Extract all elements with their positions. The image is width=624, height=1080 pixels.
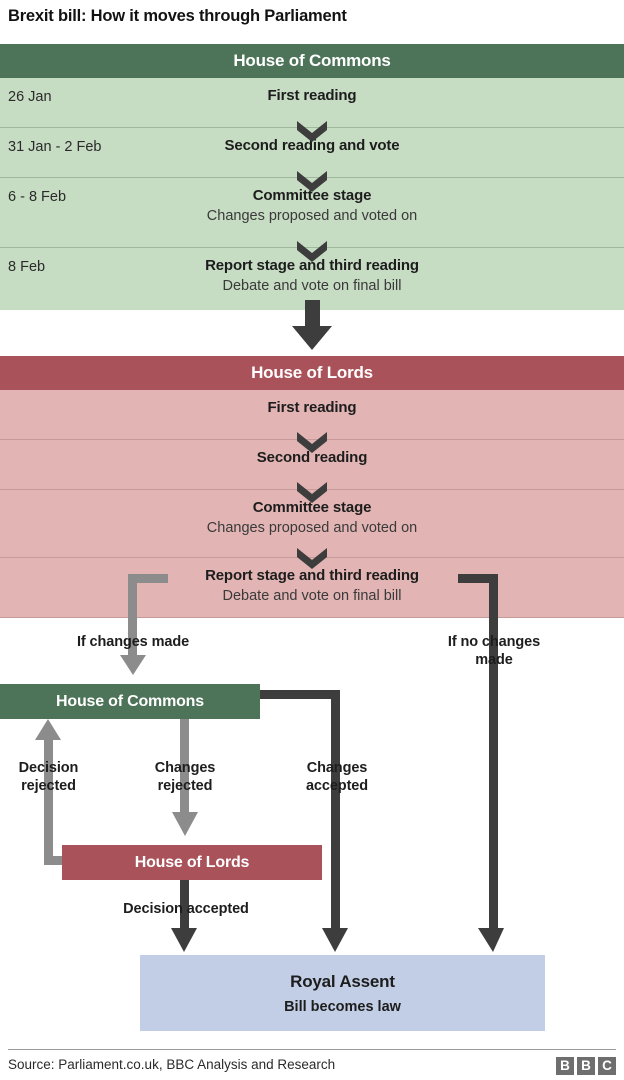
label-if-no-changes-made: If no changes made bbox=[447, 634, 541, 668]
label-if-changes-made: If changes made bbox=[76, 634, 190, 650]
row-subtitle: Changes proposed and voted on bbox=[206, 207, 418, 224]
row-date: 6 - 8 Feb bbox=[8, 189, 67, 205]
row-title: Committee stage bbox=[252, 499, 372, 516]
table-row: 6 - 8 Feb Committee stage Changes propos… bbox=[0, 178, 624, 248]
row-title: First reading bbox=[267, 399, 357, 416]
section-header-lords: House of Lords bbox=[0, 356, 624, 390]
table-row: 26 Jan First reading bbox=[0, 78, 624, 128]
label-decision-accepted: Decision accepted bbox=[123, 901, 249, 917]
page-title: Brexit bill: How it moves through Parlia… bbox=[8, 7, 347, 25]
table-row: Report stage and third reading Debate an… bbox=[0, 558, 624, 618]
row-date: 8 Feb bbox=[8, 259, 46, 275]
row-subtitle: Debate and vote on final bill bbox=[222, 277, 402, 294]
row-subtitle: Debate and vote on final bill bbox=[222, 587, 402, 604]
bbc-logo-letter-1: B bbox=[556, 1057, 574, 1075]
label-decision-rejected: Decision rejected bbox=[18, 760, 79, 794]
bbc-logo-letter-2: B bbox=[577, 1057, 595, 1075]
footer-divider bbox=[8, 1049, 616, 1050]
branch-if-no-changes-connector bbox=[458, 574, 504, 952]
royal-assent-subtitle: Bill becomes law bbox=[284, 998, 401, 1015]
row-title: First reading bbox=[267, 87, 357, 104]
box-house-of-lords-label: House of Lords bbox=[134, 853, 250, 871]
table-row: 8 Feb Report stage and third reading Deb… bbox=[0, 248, 624, 310]
royal-assent-title: Royal Assent bbox=[290, 971, 395, 991]
label-changes-rejected: Changes rejected bbox=[154, 760, 216, 794]
row-subtitle: Changes proposed and voted on bbox=[206, 519, 418, 536]
table-row: 31 Jan - 2 Feb Second reading and vote bbox=[0, 128, 624, 178]
table-row: Committee stage Changes proposed and vot… bbox=[0, 490, 624, 558]
table-row: Second reading bbox=[0, 440, 624, 490]
section-header-commons-label: House of Commons bbox=[233, 51, 391, 70]
row-title: Report stage and third reading bbox=[205, 257, 419, 274]
box-royal-assent: Royal Assent Bill becomes law bbox=[140, 955, 545, 1031]
section-header-lords-label: House of Lords bbox=[251, 363, 373, 382]
row-title: Second reading bbox=[256, 449, 368, 466]
bbc-logo-letter-3: C bbox=[598, 1057, 616, 1075]
row-date: 31 Jan - 2 Feb bbox=[8, 139, 102, 155]
box-house-of-commons: House of Commons bbox=[0, 684, 260, 719]
box-house-of-lords: House of Lords bbox=[62, 845, 322, 880]
section-header-commons: House of Commons bbox=[0, 44, 624, 78]
section-body-lords: First reading Second reading Committee s… bbox=[0, 390, 624, 618]
box-house-of-commons-label: House of Commons bbox=[56, 692, 204, 710]
section-body-commons: 26 Jan First reading 31 Jan - 2 Feb Seco… bbox=[0, 78, 624, 310]
source-text: Source: Parliament.co.uk, BBC Analysis a… bbox=[8, 1057, 336, 1072]
bbc-logo: B B C bbox=[556, 1057, 616, 1075]
label-changes-accepted: Changes accepted bbox=[305, 760, 369, 794]
table-row: First reading bbox=[0, 390, 624, 440]
row-date: 26 Jan bbox=[8, 89, 52, 105]
row-title: Committee stage bbox=[252, 187, 372, 204]
row-title: Second reading and vote bbox=[224, 137, 400, 154]
row-title: Report stage and third reading bbox=[205, 567, 419, 584]
